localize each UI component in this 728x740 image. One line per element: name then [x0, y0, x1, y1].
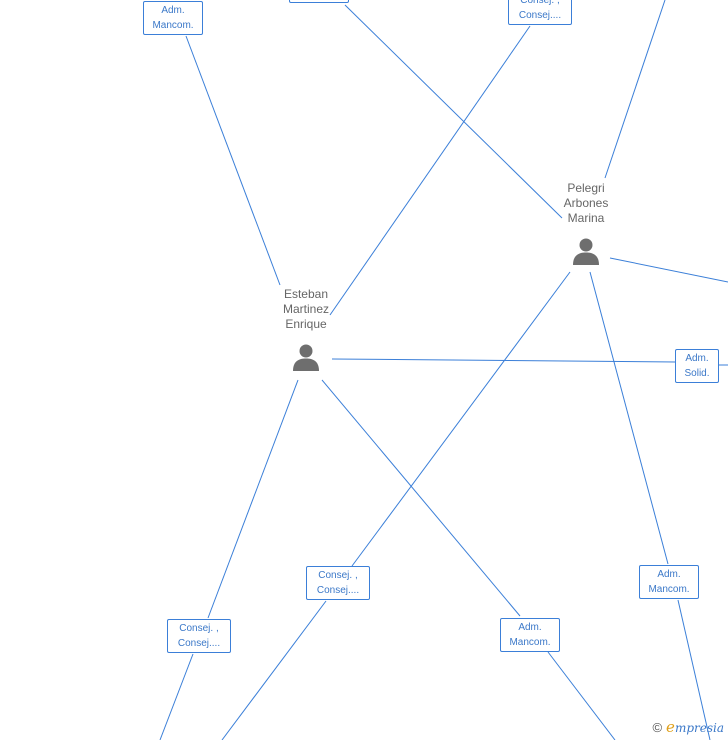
role-box-adm-solid[interactable]: Adm. Solid.: [675, 349, 719, 383]
edge-pelegri-bottom-right-upper: [589, 271, 669, 565]
role-line: Adm.: [161, 5, 185, 16]
edge-esteban-bottom-left-lower: [159, 653, 194, 740]
role-line: Consej. ,: [318, 570, 358, 581]
edge-pelegri-bottom-center-lower: [221, 600, 327, 740]
edge-pelegri-bottom-right-lower: [677, 599, 711, 740]
role-box-adm-mancom[interactable]: Adm. Mancom.: [143, 1, 203, 35]
role-line: Consej. ,: [179, 623, 219, 634]
role-box-adm-mancom[interactable]: Adm. Mancom.: [500, 618, 560, 652]
role-line: Mancom.: [648, 584, 690, 595]
logo-initial: e: [666, 718, 675, 736]
person-esteban-martinez-enrique[interactable]: Esteban Martinez Enrique: [266, 287, 346, 372]
role-line: Mancom.: [509, 637, 551, 648]
empresia-logo: ©empresia: [652, 718, 724, 736]
role-line: Consej. ,: [520, 0, 560, 6]
role-line: Mancom.: [152, 20, 194, 31]
role-box-top-partial[interactable]: [289, 0, 349, 3]
edge-esteban-top-center: [329, 25, 531, 316]
person-icon: [573, 238, 599, 265]
role-box-adm-mancom[interactable]: Adm. Mancom.: [639, 565, 699, 599]
role-line: Consej....: [177, 638, 221, 649]
edge-esteban-top-left: [185, 35, 281, 286]
edge-esteban-bottom-left-upper: [207, 379, 299, 619]
role-line: Solid.: [684, 368, 710, 379]
role-box-consej[interactable]: Consej. , Consej....: [306, 566, 370, 600]
edge-esteban-bottom-mid-lower: [547, 651, 616, 740]
copyright-symbol: ©: [652, 720, 663, 735]
role-line: Consej....: [518, 10, 562, 21]
person-icon: [293, 344, 319, 371]
role-box-consej[interactable]: Consej. , Consej....: [508, 0, 572, 25]
role-line: Adm.: [685, 353, 709, 364]
edge-pelegri-right: [609, 257, 728, 283]
role-line: Consej....: [316, 585, 360, 596]
logo-text: mpresia: [674, 721, 724, 735]
role-line: Adm.: [657, 569, 681, 580]
role-box-consej[interactable]: Consej. , Consej....: [167, 619, 231, 653]
person-name: Esteban Martinez Enrique: [282, 287, 329, 331]
edge-pelegri-top-right: [604, 0, 666, 179]
edge-pelegri-bottom-center-upper: [351, 271, 571, 567]
person-name: Pelegri Arbones Marina: [563, 181, 609, 225]
role-line: Adm.: [518, 622, 542, 633]
edge-esteban-bottom-mid-upper: [321, 379, 521, 617]
person-pelegri-arbones-marina[interactable]: Pelegri Arbones Marina: [546, 181, 626, 266]
edge-pelegri-top-box: [344, 4, 563, 219]
